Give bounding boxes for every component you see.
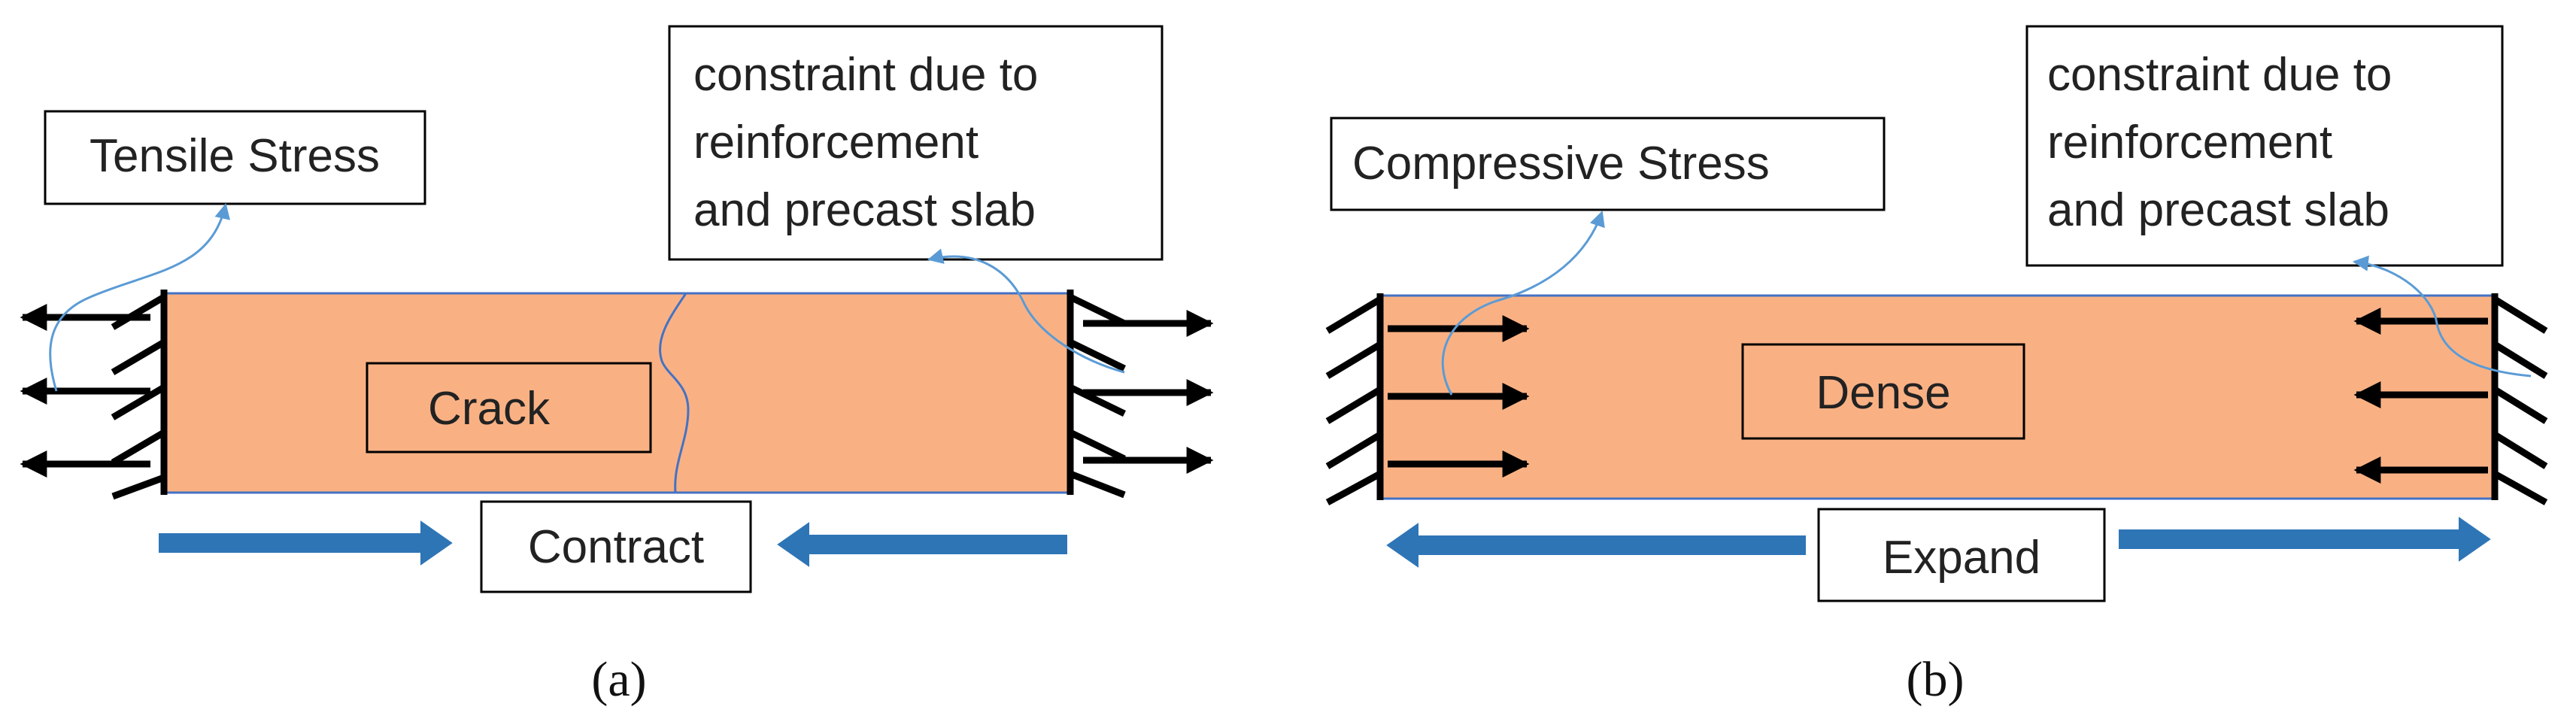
constraint-line1-a: constraint due to <box>693 49 1038 101</box>
right-hatches-a <box>1069 293 1126 499</box>
contract-arrow-left <box>777 522 1067 567</box>
expand-arrow-left <box>1386 523 1806 568</box>
constraint-pointer-arrow-b <box>2352 255 2532 378</box>
constraint-line3-a: and precast slab <box>693 184 1036 236</box>
constraint-line2-b: reinforcement <box>2047 117 2332 168</box>
compressive-stress-box <box>1330 117 1886 211</box>
caption-a: (a) <box>591 652 646 707</box>
expand-arrow-right <box>2119 517 2491 562</box>
caption-b: (b) <box>1907 652 1965 707</box>
dense-box <box>1741 343 2025 440</box>
contract-box <box>480 500 752 593</box>
tensile-pointer-arrow <box>49 202 231 392</box>
constraint-line1-b: constraint due to <box>2047 49 2392 101</box>
panel-a: Crack <box>20 25 1214 707</box>
compression-arrows-right <box>2353 308 2488 484</box>
slab-a <box>162 292 1072 494</box>
compressive-stress-label: Compressive Stress <box>1352 138 1770 190</box>
tension-arrows-right <box>1083 310 1214 474</box>
compression-arrows-left <box>1388 315 1530 478</box>
constraint-pointer-arrow-a <box>927 248 1125 374</box>
tensile-stress-box <box>44 110 426 205</box>
expand-box <box>1817 508 2106 602</box>
constraint-box-b <box>2025 25 2504 267</box>
contract-arrow-right <box>159 520 453 566</box>
dense-label: Dense <box>1816 367 1950 419</box>
tension-arrows-left <box>20 304 150 478</box>
crack-box <box>366 362 652 453</box>
contract-label: Contract <box>528 521 704 573</box>
crack-line <box>659 293 690 493</box>
compressive-pointer-arrow <box>1441 211 1605 396</box>
right-hatches-b <box>2493 296 2548 505</box>
constraint-line3-b: and precast slab <box>2047 184 2389 236</box>
left-hatches-b <box>1325 296 1382 505</box>
panel-b: Dense <box>1325 25 2548 707</box>
left-hatches-a <box>111 294 166 500</box>
crack-label: Crack <box>428 383 551 435</box>
constraint-line2-a: reinforcement <box>693 117 979 168</box>
tensile-stress-label: Tensile Stress <box>90 130 380 182</box>
constraint-box-a <box>668 25 1164 261</box>
expand-label: Expand <box>1883 532 2040 584</box>
